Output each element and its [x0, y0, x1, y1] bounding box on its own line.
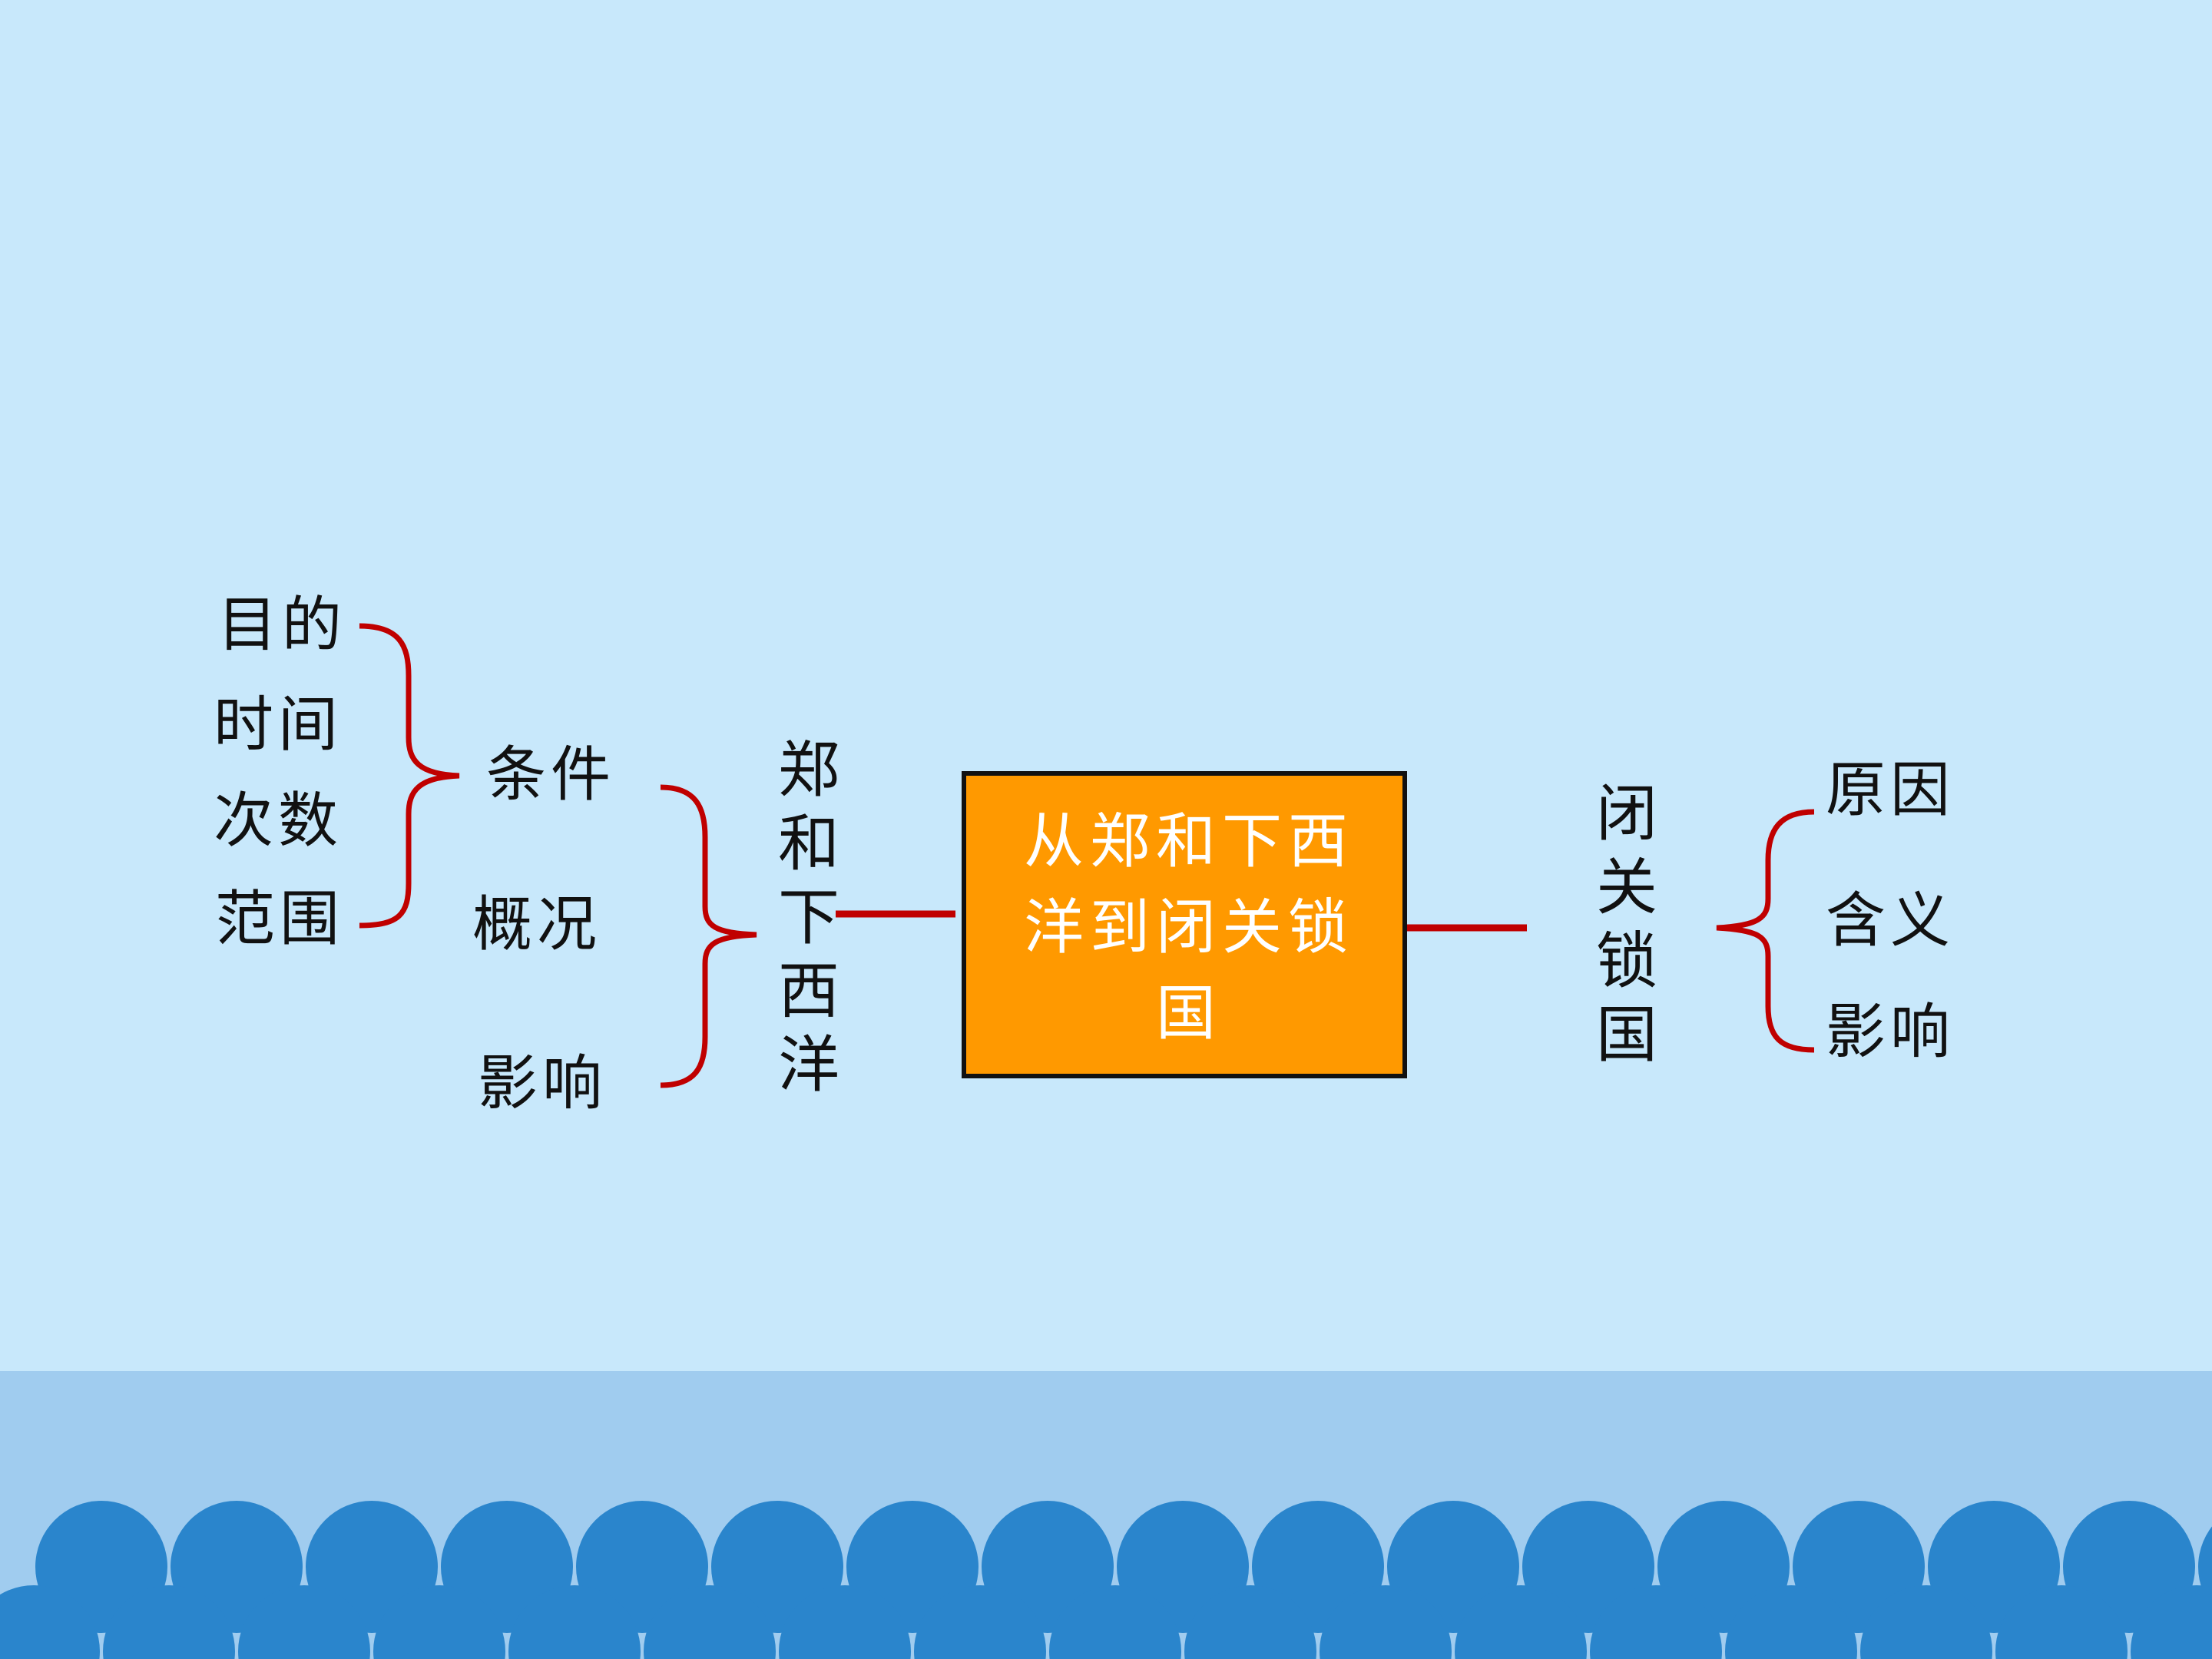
brace-left-items	[660, 784, 757, 1088]
subitem-time: 时间	[214, 690, 343, 760]
item-influence: 影响	[478, 1049, 608, 1118]
wave-scallop	[1320, 1585, 1452, 1659]
wave-scallop	[779, 1585, 911, 1659]
item-meaning: 含义	[1826, 886, 1955, 955]
wave-scallop	[2131, 1585, 2212, 1659]
item-overview: 概况	[472, 890, 602, 959]
subitem-purpose: 目的	[217, 591, 347, 660]
subitem-range: 范围	[215, 885, 345, 954]
wave-scallop	[644, 1585, 776, 1659]
brace-subitems	[359, 623, 460, 929]
wave-decoration	[0, 1501, 2212, 1659]
center-topic-title: 从郑和下西洋到闭关锁国	[1023, 807, 1354, 1048]
wave-scallop	[1590, 1585, 1722, 1659]
branch-title-closed-door: 闭关锁国	[1596, 778, 1657, 1071]
wave-scallop	[103, 1585, 235, 1659]
center-topic-box: 从郑和下西洋到闭关锁国	[962, 771, 1407, 1078]
wave-scallop	[373, 1585, 505, 1659]
branch-title-zhenghe: 郑和下西洋	[778, 734, 839, 1101]
wave-scallop	[1995, 1585, 2128, 1659]
wave-scallop	[0, 1585, 100, 1659]
brace-right-items	[1716, 809, 1815, 1053]
wave-scallop	[1049, 1585, 1181, 1659]
item-reasons: 原因	[1826, 756, 1955, 825]
wave-scallop	[1725, 1585, 1857, 1659]
item-influence-right: 影响	[1826, 998, 1955, 1067]
wave-scallop	[914, 1585, 1046, 1659]
item-conditions: 条件	[486, 740, 616, 810]
wave-scallop	[508, 1585, 641, 1659]
wave-scallop	[1455, 1585, 1587, 1659]
subitem-count: 次数	[214, 786, 343, 856]
wave-scallop	[1860, 1585, 1992, 1659]
wave-scallop	[1184, 1585, 1316, 1659]
wave-scallop	[238, 1585, 370, 1659]
